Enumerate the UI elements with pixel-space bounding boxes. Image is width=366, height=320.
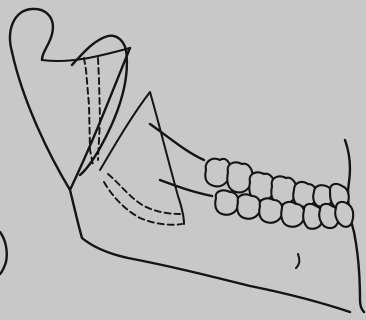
tooth-l4 xyxy=(281,202,304,227)
tooth-l3 xyxy=(259,198,282,222)
tooth-l1 xyxy=(215,190,238,214)
tooth-l7 xyxy=(335,202,353,227)
tooth-l2 xyxy=(237,194,260,218)
